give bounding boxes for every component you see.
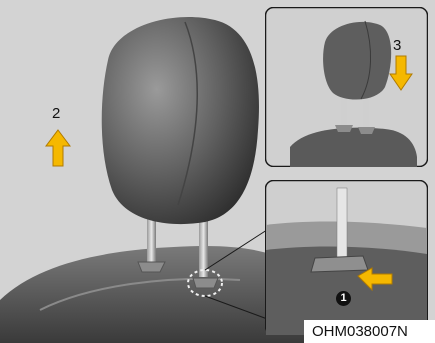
- figure-code: OHM038007N: [304, 320, 435, 343]
- step-2-label: 2: [52, 105, 60, 122]
- post-guide-right: [193, 278, 218, 288]
- headrest: [102, 17, 259, 224]
- inset-lower-headrest: [265, 7, 428, 167]
- post-guide-left: [138, 262, 165, 272]
- inset-release-button: [265, 180, 428, 335]
- step-3-label: 3: [393, 37, 401, 54]
- step-1-badge: 1: [336, 291, 351, 306]
